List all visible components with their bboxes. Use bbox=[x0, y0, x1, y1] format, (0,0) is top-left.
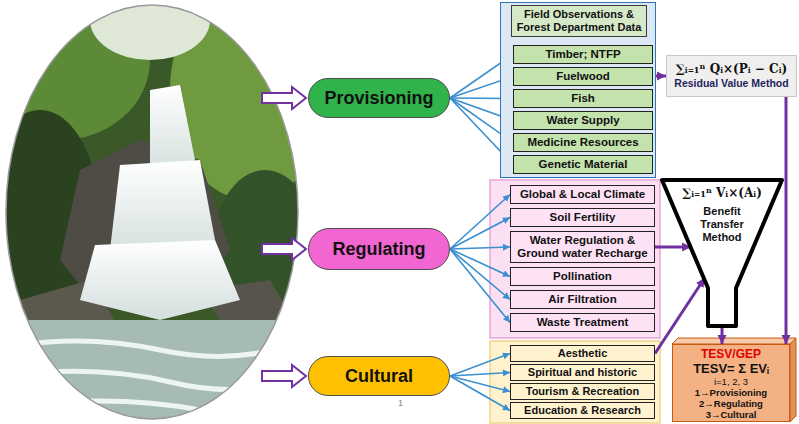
service-box: Air Filtration bbox=[510, 290, 655, 309]
service-box: Aesthetic bbox=[510, 345, 655, 362]
service-name: Education & Research bbox=[524, 404, 641, 417]
service-name: Timber; NTFP bbox=[545, 48, 620, 61]
index-range: i=1, 2, 3 bbox=[714, 376, 748, 387]
service-box: Water Supply bbox=[513, 111, 653, 130]
method-name: Benefit Transfer Method bbox=[689, 205, 755, 244]
funnel-outline bbox=[660, 178, 784, 328]
service-box: Water Regulation & Ground water Recharge bbox=[510, 231, 655, 263]
category-name: Regulating bbox=[333, 238, 426, 260]
hollow-arrow bbox=[262, 365, 306, 387]
service-box: Spiritual and historic bbox=[510, 364, 655, 381]
index-key: 1→Provisioning bbox=[695, 387, 767, 398]
hollow-arrow bbox=[262, 87, 306, 109]
page-number: 1 bbox=[398, 398, 403, 408]
box-side-face bbox=[790, 338, 796, 422]
index-key: 2→Regulating bbox=[699, 398, 763, 409]
service-name: Tourism & Recreation bbox=[526, 385, 640, 398]
data-source-panel: Field Observations & Forest Department D… bbox=[500, 2, 656, 178]
funnel-shape bbox=[662, 180, 782, 326]
service-name: Waste Treatment bbox=[537, 316, 629, 329]
tesv-title: TESV/GEP bbox=[701, 347, 761, 361]
cultural-panel bbox=[490, 341, 660, 423]
service-box: Pollination bbox=[510, 267, 655, 286]
service-box: Global & Local Climate bbox=[510, 185, 655, 204]
service-box: Fuelwood bbox=[513, 67, 653, 86]
tesv-formula: TESV= Σ EVᵢ bbox=[693, 361, 769, 376]
service-name: Global & Local Climate bbox=[520, 188, 645, 201]
service-name: Genetic Material bbox=[539, 158, 628, 171]
service-box: Education & Research bbox=[510, 402, 655, 419]
category-pill: Regulating bbox=[308, 228, 450, 270]
hollow-arrow bbox=[262, 238, 306, 260]
service-name: Spiritual and historic bbox=[528, 366, 637, 379]
stream bbox=[0, 320, 300, 424]
service-box: Waste Treatment bbox=[510, 313, 655, 332]
category-pill: Provisioning bbox=[308, 78, 450, 118]
service-name: Aesthetic bbox=[558, 347, 608, 360]
service-name: Air Filtration bbox=[548, 293, 616, 306]
branch-arrow bbox=[450, 249, 510, 300]
service-name: Soil Fertility bbox=[550, 211, 616, 224]
service-name: Water Supply bbox=[546, 114, 619, 127]
flow-arrow bbox=[655, 278, 705, 354]
regulating-panel bbox=[490, 180, 660, 338]
formula: ∑ᵢ₌₁ⁿ Qᵢ×(Pᵢ − Cᵢ) bbox=[676, 62, 787, 77]
stream-foam bbox=[10, 341, 300, 410]
category-name: Cultural bbox=[345, 365, 413, 387]
service-name: Fish bbox=[571, 92, 595, 105]
tesv-box: TESV/GEPTESV= Σ EVᵢi=1, 2, 31→Provisioni… bbox=[672, 344, 790, 422]
branch-arrow bbox=[450, 354, 510, 377]
branch-arrow bbox=[450, 218, 510, 250]
flow-arrow bbox=[721, 328, 724, 344]
service-box: Fish bbox=[513, 89, 653, 108]
formula-box: ∑ᵢ₌₁ⁿ Qᵢ×(Pᵢ − Cᵢ)Residual Value Method bbox=[666, 55, 797, 97]
formula: ∑ᵢ₌₁ⁿ Vᵢ×(Aᵢ) bbox=[682, 186, 762, 201]
branch-arrow bbox=[450, 249, 510, 277]
waterfall bbox=[80, 240, 240, 320]
branch-arrow bbox=[450, 376, 510, 411]
branch-arrow bbox=[450, 373, 510, 377]
branch-arrow bbox=[450, 376, 510, 392]
service-name: Water Regulation & Ground water Recharge bbox=[514, 234, 651, 260]
flow-arrow bbox=[655, 246, 691, 249]
index-key: 3→Cultural bbox=[706, 409, 757, 420]
method-name: Residual Value Method bbox=[674, 77, 788, 90]
category-pill: Cultural bbox=[308, 356, 450, 396]
service-box: Soil Fertility bbox=[510, 208, 655, 227]
service-box: Timber; NTFP bbox=[513, 45, 653, 64]
service-name: Pollination bbox=[553, 270, 612, 283]
sky bbox=[90, 0, 210, 60]
branch-arrow bbox=[450, 195, 510, 250]
service-box: Tourism & Recreation bbox=[510, 383, 655, 400]
photo-frame bbox=[6, 5, 298, 419]
waterfall-photo bbox=[0, 0, 330, 424]
branch-arrow bbox=[450, 247, 510, 249]
category-name: Provisioning bbox=[324, 87, 433, 109]
benefit-transfer-funnel: ∑ᵢ₌₁ⁿ Vᵢ×(Aᵢ) Benefit Transfer Method bbox=[660, 178, 784, 328]
service-name: Fuelwood bbox=[556, 70, 610, 83]
flow-arrow bbox=[785, 97, 788, 344]
flow-arrow bbox=[656, 75, 666, 78]
panel-heading: Field Observations & Forest Department D… bbox=[511, 5, 647, 37]
service-name: Medicine Resources bbox=[527, 136, 638, 149]
branch-arrow bbox=[450, 249, 510, 323]
service-box: Genetic Material bbox=[513, 155, 653, 174]
service-box: Medicine Resources bbox=[513, 133, 653, 152]
